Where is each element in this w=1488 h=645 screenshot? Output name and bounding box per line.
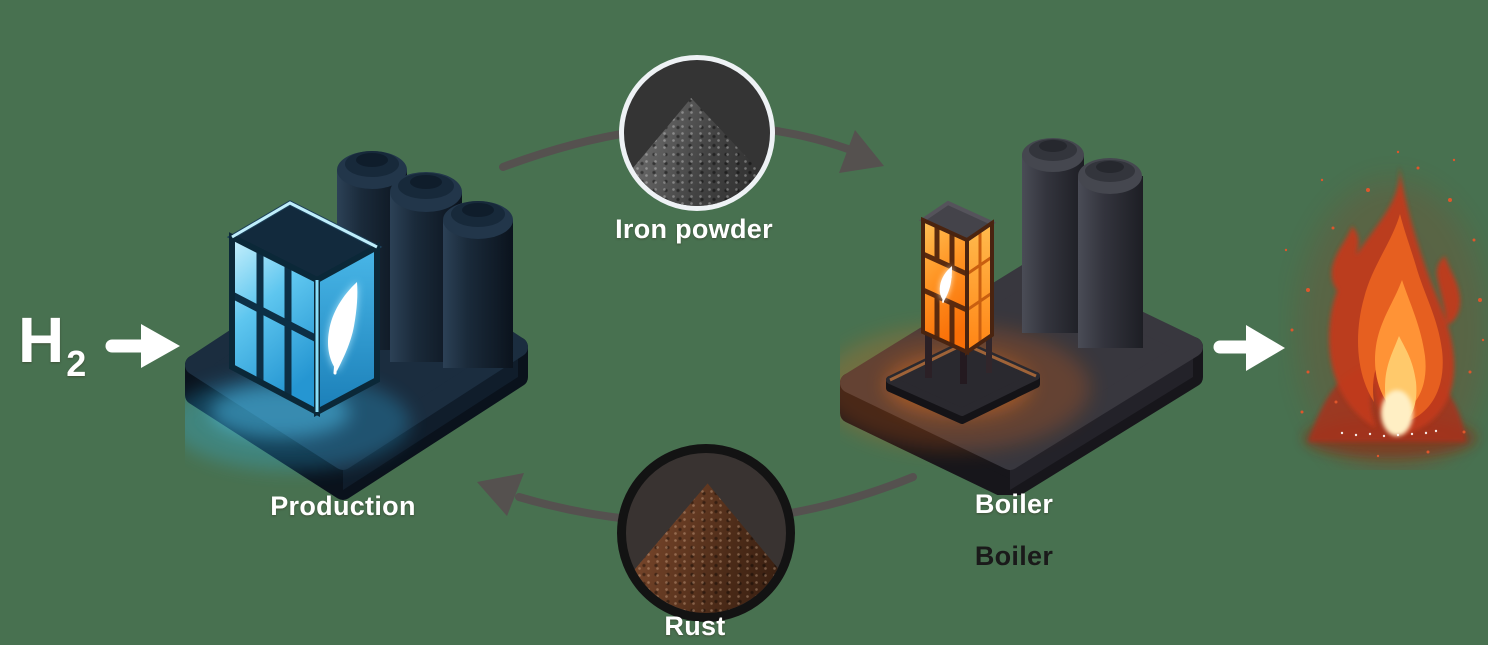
rust-photo — [617, 444, 795, 622]
production-label: Production — [270, 491, 416, 521]
rust-pile — [626, 483, 786, 613]
fire-icon — [1284, 150, 1488, 470]
iron-powder-photo — [619, 55, 775, 211]
iron-powder-label: Iron powder — [615, 214, 773, 244]
rust-label: Rust — [664, 611, 726, 641]
boiler-label-secondary: Boiler — [974, 541, 1054, 571]
production-logo-leaf-icon — [327, 282, 358, 375]
production-plant-illustration — [185, 151, 528, 500]
h2-arrow-icon — [105, 324, 180, 368]
boiler-tower — [918, 200, 997, 356]
boiler-plant-illustration — [840, 138, 1203, 495]
boiler-tower-base — [886, 330, 1040, 424]
boiler-label: Boiler — [974, 489, 1054, 519]
production-building — [226, 200, 383, 417]
boiler-silos — [1022, 138, 1143, 348]
fire-arrow-icon — [1213, 325, 1285, 371]
hydrogen-label: H2 — [18, 304, 88, 384]
iron-powder-pile — [624, 97, 770, 206]
boiler-logo-leaf-icon — [939, 266, 952, 303]
